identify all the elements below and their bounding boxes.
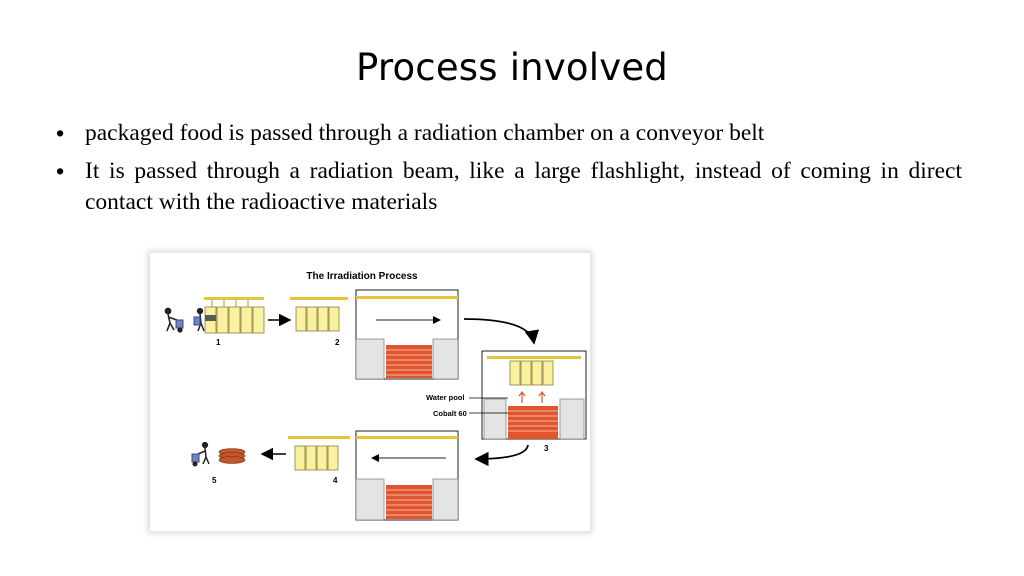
- bullet-text: packaged food is passed through a radiat…: [85, 120, 765, 146]
- worker-icon: [164, 307, 184, 333]
- diagram-title: The Irradiation Process: [306, 271, 418, 282]
- step-label: 3: [544, 444, 549, 453]
- step-label: 1: [216, 338, 221, 347]
- worker-icon: [191, 441, 210, 467]
- bullet-marker: •: [56, 120, 65, 146]
- conveyor-rail: [288, 436, 350, 439]
- worker-icon: [193, 307, 205, 332]
- cobalt-source: [386, 345, 432, 378]
- step-5-group: 5: [191, 441, 246, 485]
- conveyor-rail: [290, 297, 348, 300]
- step-3-group: Water pool Cobalt 60 3: [426, 350, 587, 453]
- step-4-group: 4: [260, 430, 459, 521]
- slide-title: Process involved: [355, 46, 668, 89]
- product-carriers: [294, 445, 339, 471]
- bullet-list: • packaged food is passed through a radi…: [56, 118, 962, 225]
- step-label: 2: [335, 338, 340, 347]
- irradiation-diagram-svg: The Irradiation Process: [164, 271, 587, 521]
- bullet-item: • It is passed through a radiation beam,…: [56, 156, 962, 218]
- product-carriers: [509, 360, 554, 386]
- step-2-group: 2: [290, 297, 348, 347]
- irradiation-diagram: The Irradiation Process: [150, 253, 590, 531]
- flow-arrow: [463, 318, 540, 345]
- irradiation-chamber: [355, 289, 459, 380]
- bullet-marker: •: [56, 158, 65, 184]
- cobalt-source: [386, 485, 432, 519]
- step-label: 5: [212, 476, 217, 485]
- bullet-item: • packaged food is passed through a radi…: [56, 118, 962, 149]
- radiation-arrows: [518, 391, 546, 403]
- product-carriers: [295, 306, 340, 332]
- bullet-text: It is passed through a radiation beam, l…: [85, 158, 962, 215]
- conveyor-rail: [204, 297, 264, 300]
- flow-arrow: [474, 444, 529, 467]
- food-products: [218, 448, 246, 464]
- cobalt-source: [508, 406, 558, 439]
- step-1-group: 1: [164, 297, 292, 347]
- cobalt-60-label: Cobalt 60: [433, 409, 467, 418]
- water-pool-label: Water pool: [426, 393, 464, 402]
- step-label: 4: [333, 476, 338, 485]
